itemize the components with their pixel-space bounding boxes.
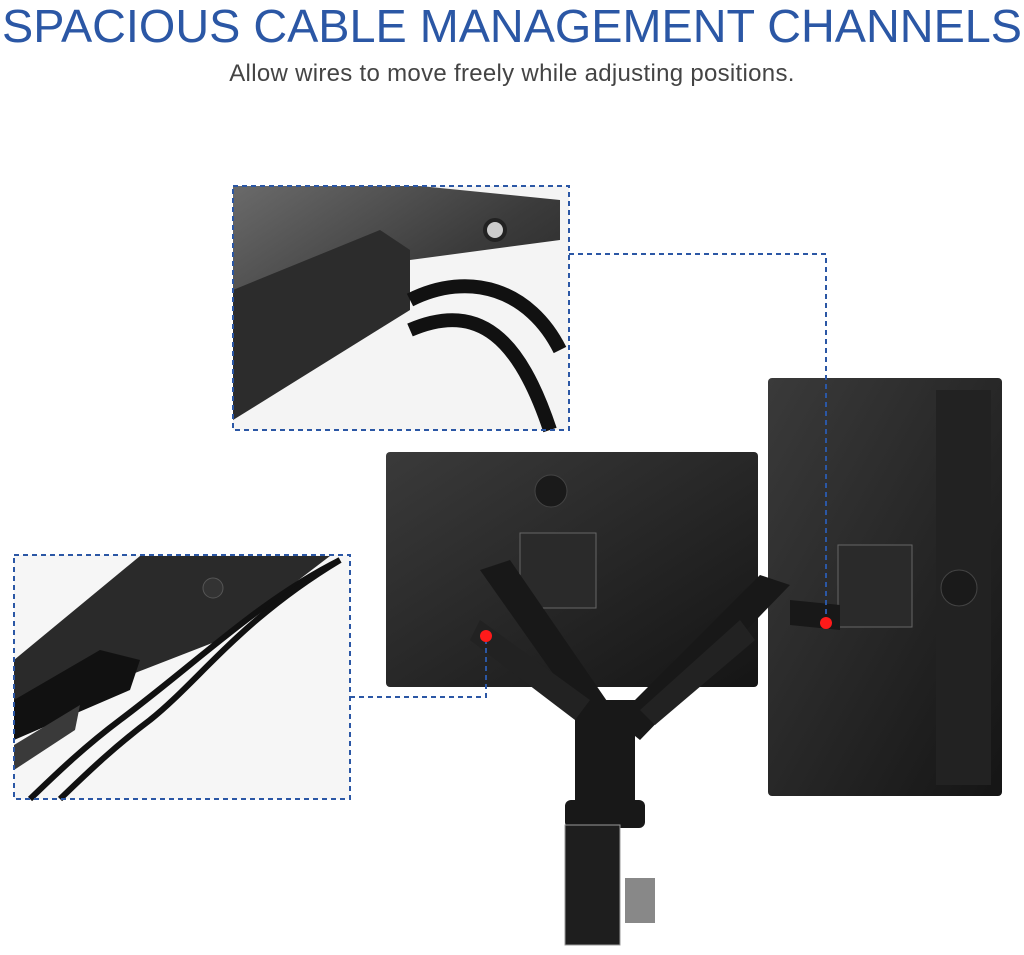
- callout-connector-upper: [569, 253, 827, 615]
- cable-channel-indicator-right: [820, 617, 832, 629]
- callout-inset-lower: [13, 554, 351, 802]
- right-monitor: [768, 378, 1002, 796]
- callout-inset-upper: [232, 185, 570, 433]
- page-subtitle: Allow wires to move freely while adjusti…: [229, 60, 795, 87]
- cable-channel-indicator-left: [480, 630, 492, 642]
- page-title: SPACIOUS CABLE MANAGEMENT CHANNELS: [2, 0, 1022, 50]
- monitor-arm: [470, 560, 840, 946]
- callout-connector-lower: [350, 642, 487, 698]
- page-title-svg: SPACIOUS CABLE MANAGEMENT CHANNELS: [2, 0, 1022, 50]
